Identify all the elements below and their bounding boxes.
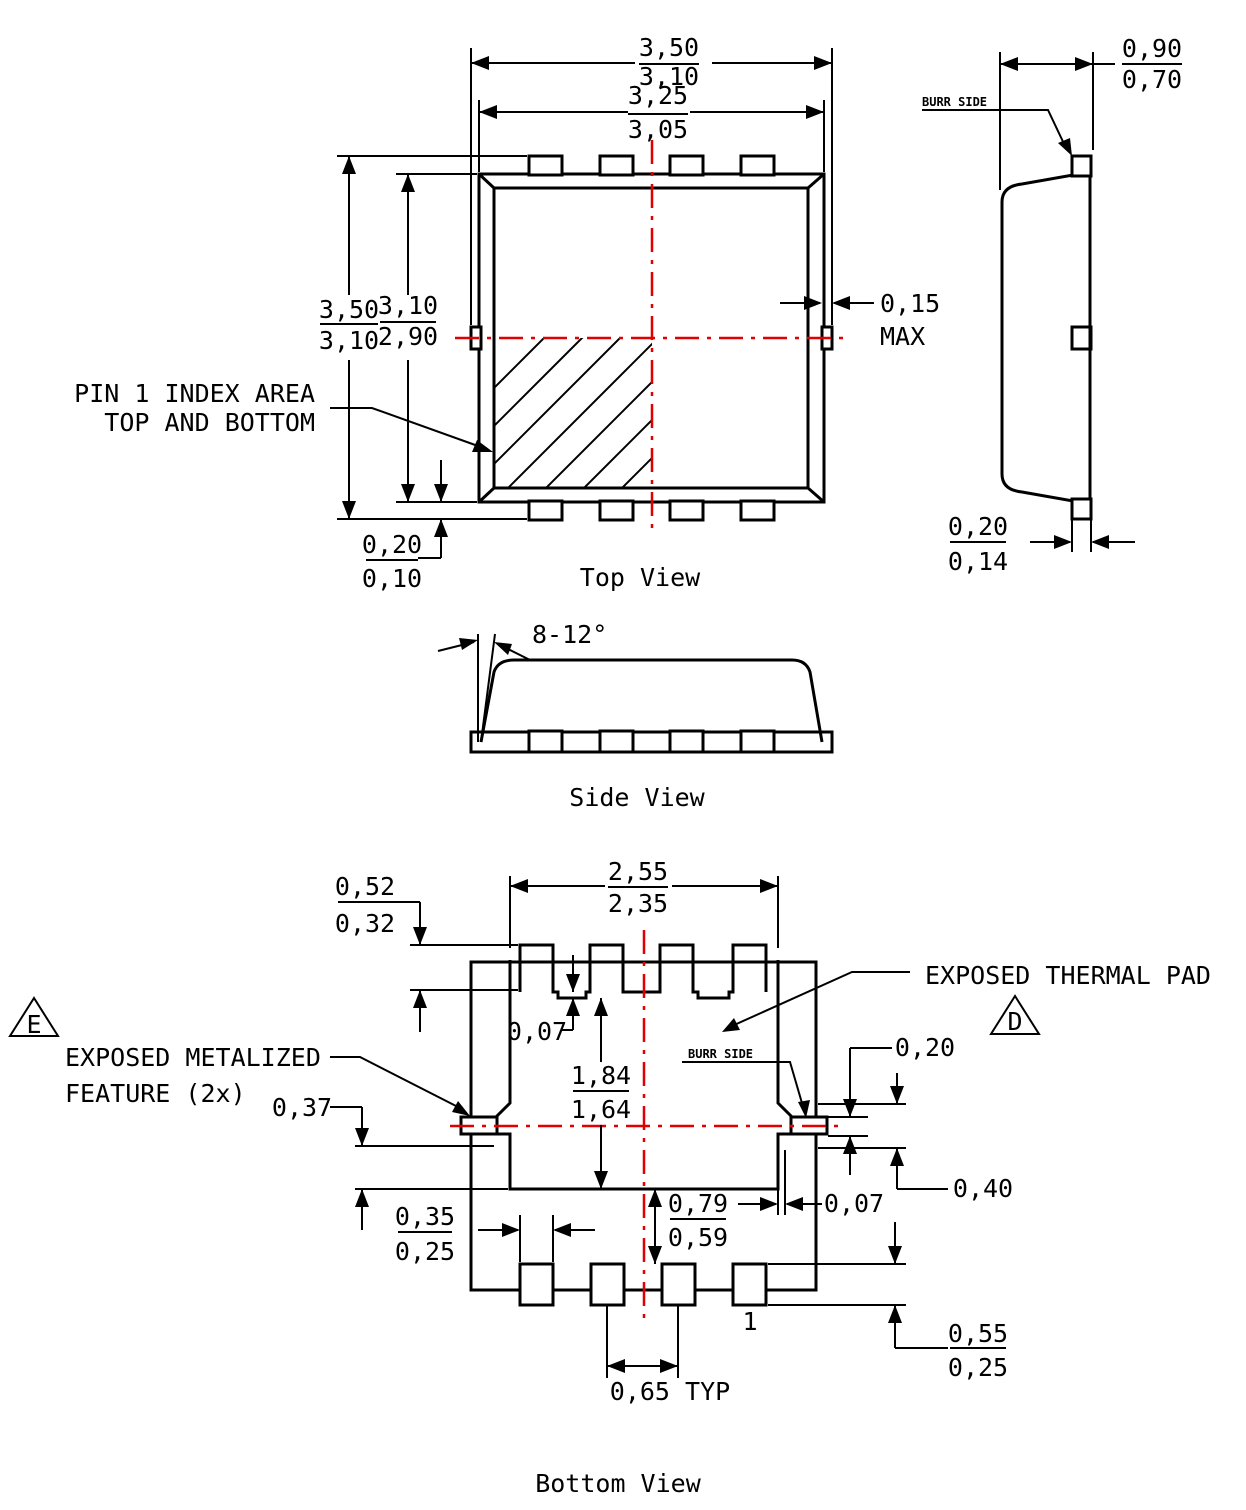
top-lead — [598, 154, 635, 177]
dim-lead-len-max: 0,52 — [335, 872, 395, 901]
dim-pad-height-min: 1,64 — [571, 1095, 631, 1124]
dim-pad-width-min: 2,35 — [608, 889, 668, 918]
dim-width-body-min: 3,05 — [628, 115, 688, 144]
view-title-side: Side View — [569, 783, 705, 812]
bottom-lead — [518, 1262, 555, 1307]
dim-lead-thk-max: 0,20 — [948, 512, 1008, 541]
bottom-lead — [739, 499, 776, 522]
dim-lead-offset-min: 0,10 — [362, 564, 422, 593]
side-lead — [527, 729, 564, 754]
dim-draft-angle: 8-12° — [532, 620, 607, 649]
dim-height-outer-min: 3,10 — [319, 326, 379, 355]
top-lead — [527, 154, 564, 177]
dim-lead-width-min: 0,25 — [395, 1237, 455, 1266]
pin1-label-line1: PIN 1 INDEX AREA — [74, 379, 315, 408]
top-lead — [668, 154, 705, 177]
feature-e-letter: E — [26, 1010, 41, 1039]
dim-protrusion-suffix: MAX — [880, 322, 925, 351]
view-title-bottom: Bottom View — [535, 1469, 702, 1498]
dim-height-body-min: 2,90 — [378, 322, 438, 351]
dim-pad-width-max: 2,55 — [608, 857, 668, 886]
bottom-lead — [598, 499, 635, 522]
dim-lead-bottom-max: 0,55 — [948, 1319, 1008, 1348]
profile-lead-bottom — [1070, 497, 1093, 521]
dim-pad-to-lead-max: 0,79 — [668, 1189, 728, 1218]
pin-number-1: 1 — [742, 1307, 757, 1336]
dim-notch-depth: 0,07 — [507, 1017, 567, 1046]
profile-tab — [1070, 325, 1093, 351]
side-view-body — [479, 658, 824, 743]
dim-height-body-max: 3,10 — [378, 291, 438, 320]
feature-e-triangle — [8, 996, 60, 1037]
dim-profile-height-max: 0,90 — [1122, 34, 1182, 63]
bottom-top-leads — [518, 943, 768, 1000]
side-lead — [598, 729, 635, 754]
thermal-pad-outline — [494, 960, 794, 1191]
bottom-lead-pin1 — [731, 1262, 768, 1307]
dim-pad-height-max: 1,84 — [571, 1061, 631, 1090]
dim-profile-height-min: 0,70 — [1122, 65, 1182, 94]
feature-d-triangle — [989, 994, 1041, 1035]
top-view: 3,50 3,10 3,25 3,05 3,50 3,10 3,10 2,90 — [74, 33, 940, 593]
burr-side-label-bottom: BURR SIDE — [688, 1047, 753, 1061]
pin1-label-line2: TOP AND BOTTOM — [104, 408, 315, 437]
side-view-base — [469, 730, 834, 754]
dim-pad-to-lead-min: 0,59 — [668, 1223, 728, 1252]
feature-d-letter: D — [1007, 1007, 1022, 1036]
dim-pitch: 0,65 TYP — [610, 1377, 730, 1406]
side-lead — [668, 729, 705, 754]
bottom-lead — [668, 499, 705, 522]
bottom-view: 1 2,55 2,35 0,52 0,32 0,07 — [8, 857, 1211, 1498]
side-lead — [739, 729, 776, 754]
metalized-feature-line2: FEATURE (2x) — [65, 1079, 246, 1108]
dim-lead-offset-max: 0,20 — [362, 530, 422, 559]
dim-tab-gap: 0,40 — [953, 1174, 1013, 1203]
dim-protrusion-value: 0,15 — [880, 289, 940, 318]
dim-width-outer-min: 3,10 — [639, 62, 699, 91]
profile-view: 0,90 0,70 BURR SIDE 0,20 0,14 — [922, 34, 1182, 576]
bottom-lead — [527, 499, 564, 522]
dim-width-outer-max: 3,50 — [639, 33, 699, 62]
dim-width-body-max: 3,25 — [628, 81, 688, 110]
bottom-lead — [589, 1262, 626, 1307]
burr-side-label-profile: BURR SIDE — [922, 95, 987, 109]
side-view: 8-12° Side View — [437, 620, 834, 812]
bottom-lead — [660, 1262, 697, 1307]
dim-lead-thk-min: 0,14 — [948, 547, 1008, 576]
dim-tab-width: 0,20 — [895, 1033, 955, 1062]
dim-lead-width-max: 0,35 — [395, 1202, 455, 1231]
view-title-top: Top View — [580, 563, 701, 592]
dim-lead-len-min: 0,32 — [335, 909, 395, 938]
dim-side-gap: 0,07 — [824, 1189, 884, 1218]
metalized-feature-line1: EXPOSED METALIZED — [65, 1043, 321, 1072]
dim-feature-offset: 0,37 — [272, 1093, 332, 1122]
profile-lead-top — [1070, 154, 1093, 178]
top-lead — [739, 154, 776, 177]
pin1-hatch — [494, 338, 652, 488]
thermal-pad-label: EXPOSED THERMAL PAD — [925, 961, 1211, 990]
dim-lead-bottom-min: 0,25 — [948, 1353, 1008, 1382]
dim-height-outer-max: 3,50 — [319, 295, 379, 324]
